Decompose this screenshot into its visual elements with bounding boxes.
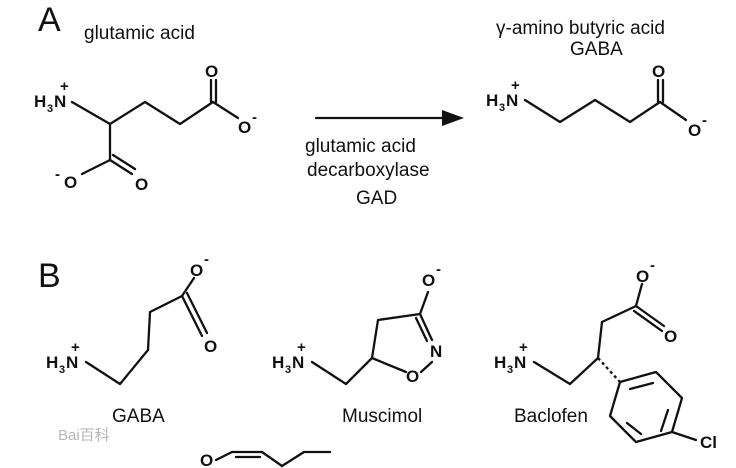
glutamic-acid-structure: H 3 N + O O - O - O — [34, 62, 257, 194]
atom-subscript: 3 — [507, 364, 513, 376]
product-abbrev: GABA — [570, 39, 623, 60]
bond-carbonyl — [656, 78, 665, 104]
gaba-structure-a: H 3 N + O O - — [486, 62, 707, 140]
charge-minus: - — [252, 109, 257, 126]
charge-plus: + — [519, 339, 528, 356]
atom-o-partial: O — [200, 451, 213, 468]
atom-n: N — [506, 91, 518, 110]
bond-carbonyl-alpha — [108, 153, 137, 176]
gaba-label: GABA — [112, 406, 165, 427]
atom-h: H — [272, 353, 284, 372]
bond-c-cl — [670, 430, 698, 442]
partial-structure-bottom: O — [200, 450, 332, 468]
muscimol-label: Muscimol — [342, 406, 422, 427]
enzyme-abbrev: GAD — [356, 188, 397, 209]
baclofen-label: Baclofen — [514, 406, 588, 427]
atom-o-carboxylate: O — [238, 118, 251, 137]
atom-n: N — [514, 353, 526, 372]
atom-o-carboxylate: O — [190, 261, 203, 280]
bond-chain — [523, 98, 662, 124]
bond-hashed — [597, 357, 621, 383]
atom-o-exocyclic: O — [422, 271, 435, 290]
charge-plus: + — [511, 77, 520, 94]
atom-n-ring: N — [430, 342, 442, 361]
atom-subscript: 3 — [285, 364, 291, 376]
panel-b-label: B — [38, 257, 61, 295]
bond-chain — [84, 294, 184, 386]
atom-o-carbonyl: O — [205, 62, 218, 81]
bond-co — [634, 282, 644, 308]
bond-co-top — [211, 100, 240, 120]
baclofen-structure: H 3 N + O - O Cl — [494, 257, 717, 452]
muscimol-structure: H 3 N + O - N O — [272, 261, 442, 386]
atom-o-carboxylate: O — [636, 267, 649, 286]
bond-carbonyl — [632, 304, 666, 333]
atom-h: H — [46, 353, 58, 372]
reaction-arrow — [314, 110, 464, 126]
atom-o-carbonyl: O — [652, 62, 665, 81]
atom-o-ring: O — [406, 367, 419, 386]
bond-n-o — [419, 360, 434, 374]
bond-co-alpha — [80, 158, 112, 176]
atom-n: N — [66, 353, 78, 372]
atom-o-carbonyl: O — [664, 327, 677, 346]
atom-h: H — [486, 91, 498, 110]
bond-co — [180, 276, 196, 298]
atom-subscript: 3 — [47, 103, 53, 115]
reactant-name: glutamic acid — [84, 23, 195, 44]
atom-o-carbonyl: O — [135, 175, 148, 194]
charge-minus: - — [204, 251, 209, 268]
atom-h: H — [34, 92, 46, 111]
bond-chain — [70, 100, 215, 126]
ring-bonds — [370, 312, 434, 374]
phenyl-inner-bonds — [625, 381, 670, 436]
charge-minus: - — [650, 257, 655, 274]
gaba-structure-b: H 3 N + O - O — [46, 251, 217, 386]
enzyme-name-line1: glutamic acid — [305, 136, 416, 157]
bond-carbonyl-top — [209, 78, 218, 104]
bond-double-cn — [414, 316, 429, 343]
watermark-logo: Bai百科 — [58, 427, 110, 444]
atom-o-carbonyl: O — [204, 337, 217, 356]
charge-minus: - — [55, 166, 60, 183]
atom-subscript: 3 — [499, 102, 505, 114]
charge-plus: + — [60, 78, 69, 95]
atom-n: N — [292, 353, 304, 372]
atom-o-carboxylate: O — [64, 173, 77, 192]
atom-h: H — [494, 353, 506, 372]
bond-co — [658, 100, 688, 122]
bond-carbonyl — [180, 291, 209, 338]
charge-minus: - — [436, 261, 441, 278]
product-name: γ-amino butyric acid — [496, 18, 665, 39]
atom-cl: Cl — [700, 433, 717, 452]
atom-n: N — [54, 92, 66, 111]
charge-plus: + — [71, 339, 80, 356]
panel-a-label: A — [38, 1, 61, 39]
atom-o-carboxylate: O — [688, 121, 701, 140]
atom-subscript: 3 — [59, 364, 65, 376]
charge-minus: - — [702, 112, 707, 129]
bond-chain — [310, 356, 374, 386]
charge-plus: + — [297, 339, 306, 356]
enzyme-name-line2: decarboxylase — [307, 160, 430, 181]
bond-co-ring — [418, 290, 430, 316]
bond-chain — [532, 304, 638, 386]
